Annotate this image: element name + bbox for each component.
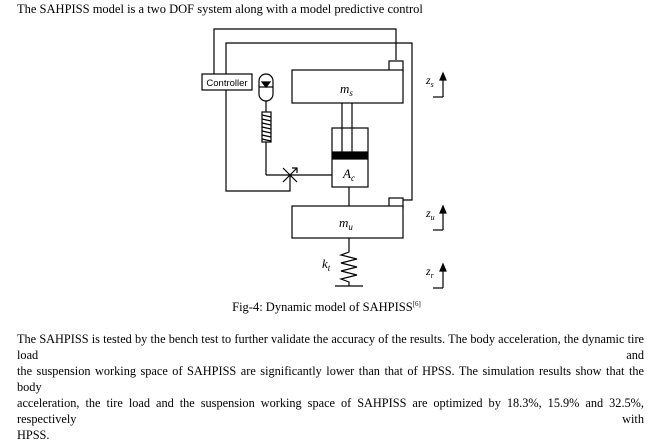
paragraph-line: HPSS. xyxy=(17,428,50,442)
signal-line-sprung xyxy=(213,28,397,74)
suspension-diagram: Controller ms Ac mu kt zs zu zr xyxy=(201,28,447,289)
sprung-mass-label: m xyxy=(340,81,349,96)
zs-arrow xyxy=(433,71,447,98)
valve-symbol xyxy=(282,167,298,183)
controller-box xyxy=(201,73,253,91)
control-line xyxy=(225,90,291,192)
svg-text:mu: mu xyxy=(339,215,353,232)
paragraph-line: The SAHPISS is tested by the bench test … xyxy=(17,332,644,362)
zu-arrow xyxy=(433,204,447,231)
sprung-mass-subscript: s xyxy=(349,88,353,98)
tire-spring xyxy=(338,238,358,286)
svg-text:Ac: Ac xyxy=(342,166,355,183)
tire-stiffness-subscript: t xyxy=(328,263,331,273)
zu-subscript: u xyxy=(431,213,435,222)
intro-text: The SAHPISS model is a two DOF system al… xyxy=(17,2,423,16)
zr-subscript: r xyxy=(431,271,435,280)
zr-label: z xyxy=(425,264,431,278)
svg-text:zu: zu xyxy=(425,206,435,222)
zs-subscript: s xyxy=(431,80,434,89)
controller-label: Controller xyxy=(206,78,247,89)
actuator-piston xyxy=(332,151,368,160)
zu-label: z xyxy=(425,206,431,220)
figure-caption: Fig-4: Dynamic model of SAHPISS[6] xyxy=(0,300,653,315)
sprung-mass-block xyxy=(291,69,404,104)
svg-text:ms: ms xyxy=(340,81,353,98)
svg-text:zs: zs xyxy=(425,73,434,89)
zr-arrow xyxy=(433,262,447,289)
svg-text:kt: kt xyxy=(322,256,331,273)
tire-stiffness-label: k xyxy=(322,256,328,271)
unsprung-mass-subscript: u xyxy=(348,222,353,232)
zs-label: z xyxy=(425,73,431,87)
svg-text:zr: zr xyxy=(425,264,435,280)
paragraph-line: the suspension working space of SAHPISS … xyxy=(17,364,644,394)
actuator-label: A xyxy=(342,166,351,181)
signal-line-unsprung xyxy=(225,42,413,201)
caption-text: Fig-4: Dynamic model of SAHPISS xyxy=(232,300,413,315)
unsprung-mass-label: m xyxy=(339,215,348,230)
unsprung-mass-block xyxy=(291,205,404,239)
results-paragraph: The SAHPISS is tested by the bench test … xyxy=(17,331,644,443)
damping-orifice xyxy=(261,111,272,143)
caption-reference[interactable]: [6] xyxy=(412,300,421,308)
paragraph-line: acceleration, the tire load and the susp… xyxy=(17,396,644,426)
actuator-subscript: c xyxy=(351,173,355,183)
